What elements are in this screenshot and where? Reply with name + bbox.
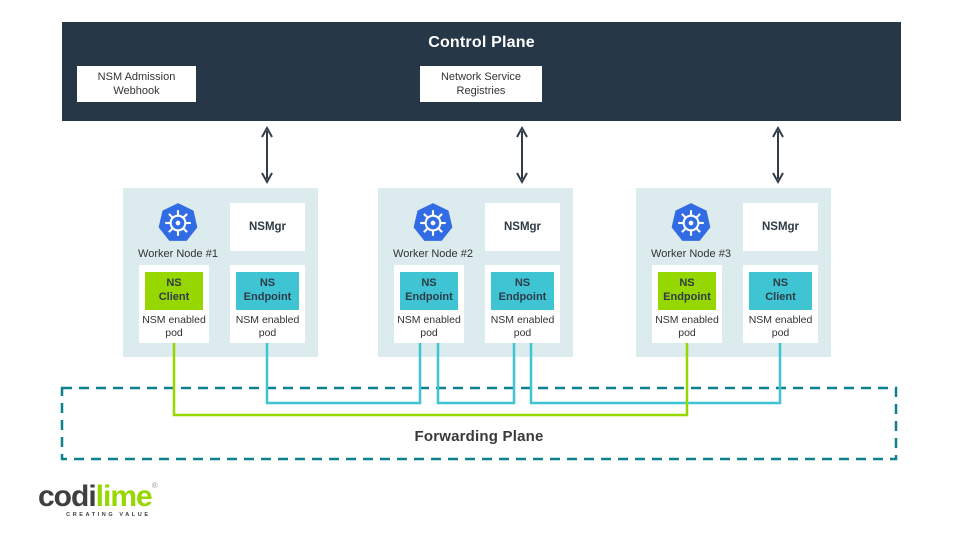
nsm-pod: NS Endpoint NSM enabled pod <box>485 265 560 343</box>
nsm-pod: NS Endpoint NSM enabled pod <box>652 265 722 343</box>
pod-caption: NSM enabled pod <box>655 314 719 340</box>
control-plane-arrow <box>772 125 784 185</box>
nsm-pod: NS Client NSM enabled pod <box>743 265 818 343</box>
nsm-pod: NS Client NSM enabled pod <box>139 265 209 343</box>
pod-role-tag: NS Endpoint <box>399 272 459 310</box>
logo-text-dark: codi <box>38 480 97 513</box>
pod-role-tag: NS Endpoint <box>657 272 717 310</box>
network-service-registries-box: Network Service Registries <box>420 66 542 102</box>
pod-role-tag: NS Client <box>749 272 812 310</box>
worker-node-label: Worker Node #3 <box>651 248 731 260</box>
worker-node-3: Worker Node #3 NSMgr NS Endpoint NSM ena… <box>636 188 831 357</box>
nsmgr-box: NSMgr <box>230 203 305 251</box>
worker-node-2: Worker Node #2 NSMgr NS Endpoint NSM ena… <box>378 188 573 357</box>
pod-role-tag: NS Endpoint <box>236 272 299 310</box>
kubernetes-icon <box>157 202 199 244</box>
forwarding-plane-border <box>60 386 898 461</box>
codilime-wordmark: codilime® <box>38 480 158 513</box>
pod-role-tag: NS Endpoint <box>491 272 554 310</box>
pod-caption: NSM enabled pod <box>748 314 813 340</box>
kubernetes-icon <box>670 202 712 244</box>
control-plane-arrow <box>261 125 273 185</box>
worker-node-label: Worker Node #1 <box>138 248 218 260</box>
pod-role-tag: NS Client <box>144 272 204 310</box>
control-plane-bar: Control Plane NSM Admission Webhook Netw… <box>62 22 901 121</box>
pod-caption: NSM enabled pod <box>235 314 300 340</box>
pod-caption: NSM enabled pod <box>490 314 555 340</box>
nsm-pod: NS Endpoint NSM enabled pod <box>230 265 305 343</box>
nsm-admission-webhook-box: NSM Admission Webhook <box>77 66 196 102</box>
nsm-pod: NS Endpoint NSM enabled pod <box>394 265 464 343</box>
worker-node-1: Worker Node #1 NSMgr NS Client NSM enabl… <box>123 188 318 357</box>
pod-caption: NSM enabled pod <box>142 314 206 340</box>
registered-trademark-icon: ® <box>151 481 158 490</box>
worker-node-label: Worker Node #2 <box>393 248 473 260</box>
logo-tagline: CREATING VALUE <box>66 512 151 518</box>
nsmgr-box: NSMgr <box>485 203 560 251</box>
nsmgr-box: NSMgr <box>743 203 818 251</box>
kubernetes-icon <box>412 202 454 244</box>
logo-text-green: lime <box>95 480 153 513</box>
control-plane-arrow <box>516 125 528 185</box>
control-plane-title: Control Plane <box>428 34 535 51</box>
pod-caption: NSM enabled pod <box>397 314 461 340</box>
forwarding-plane-title: Forwarding Plane <box>414 428 544 445</box>
codilime-logo: codilime® CREATING VALUE <box>38 480 158 519</box>
